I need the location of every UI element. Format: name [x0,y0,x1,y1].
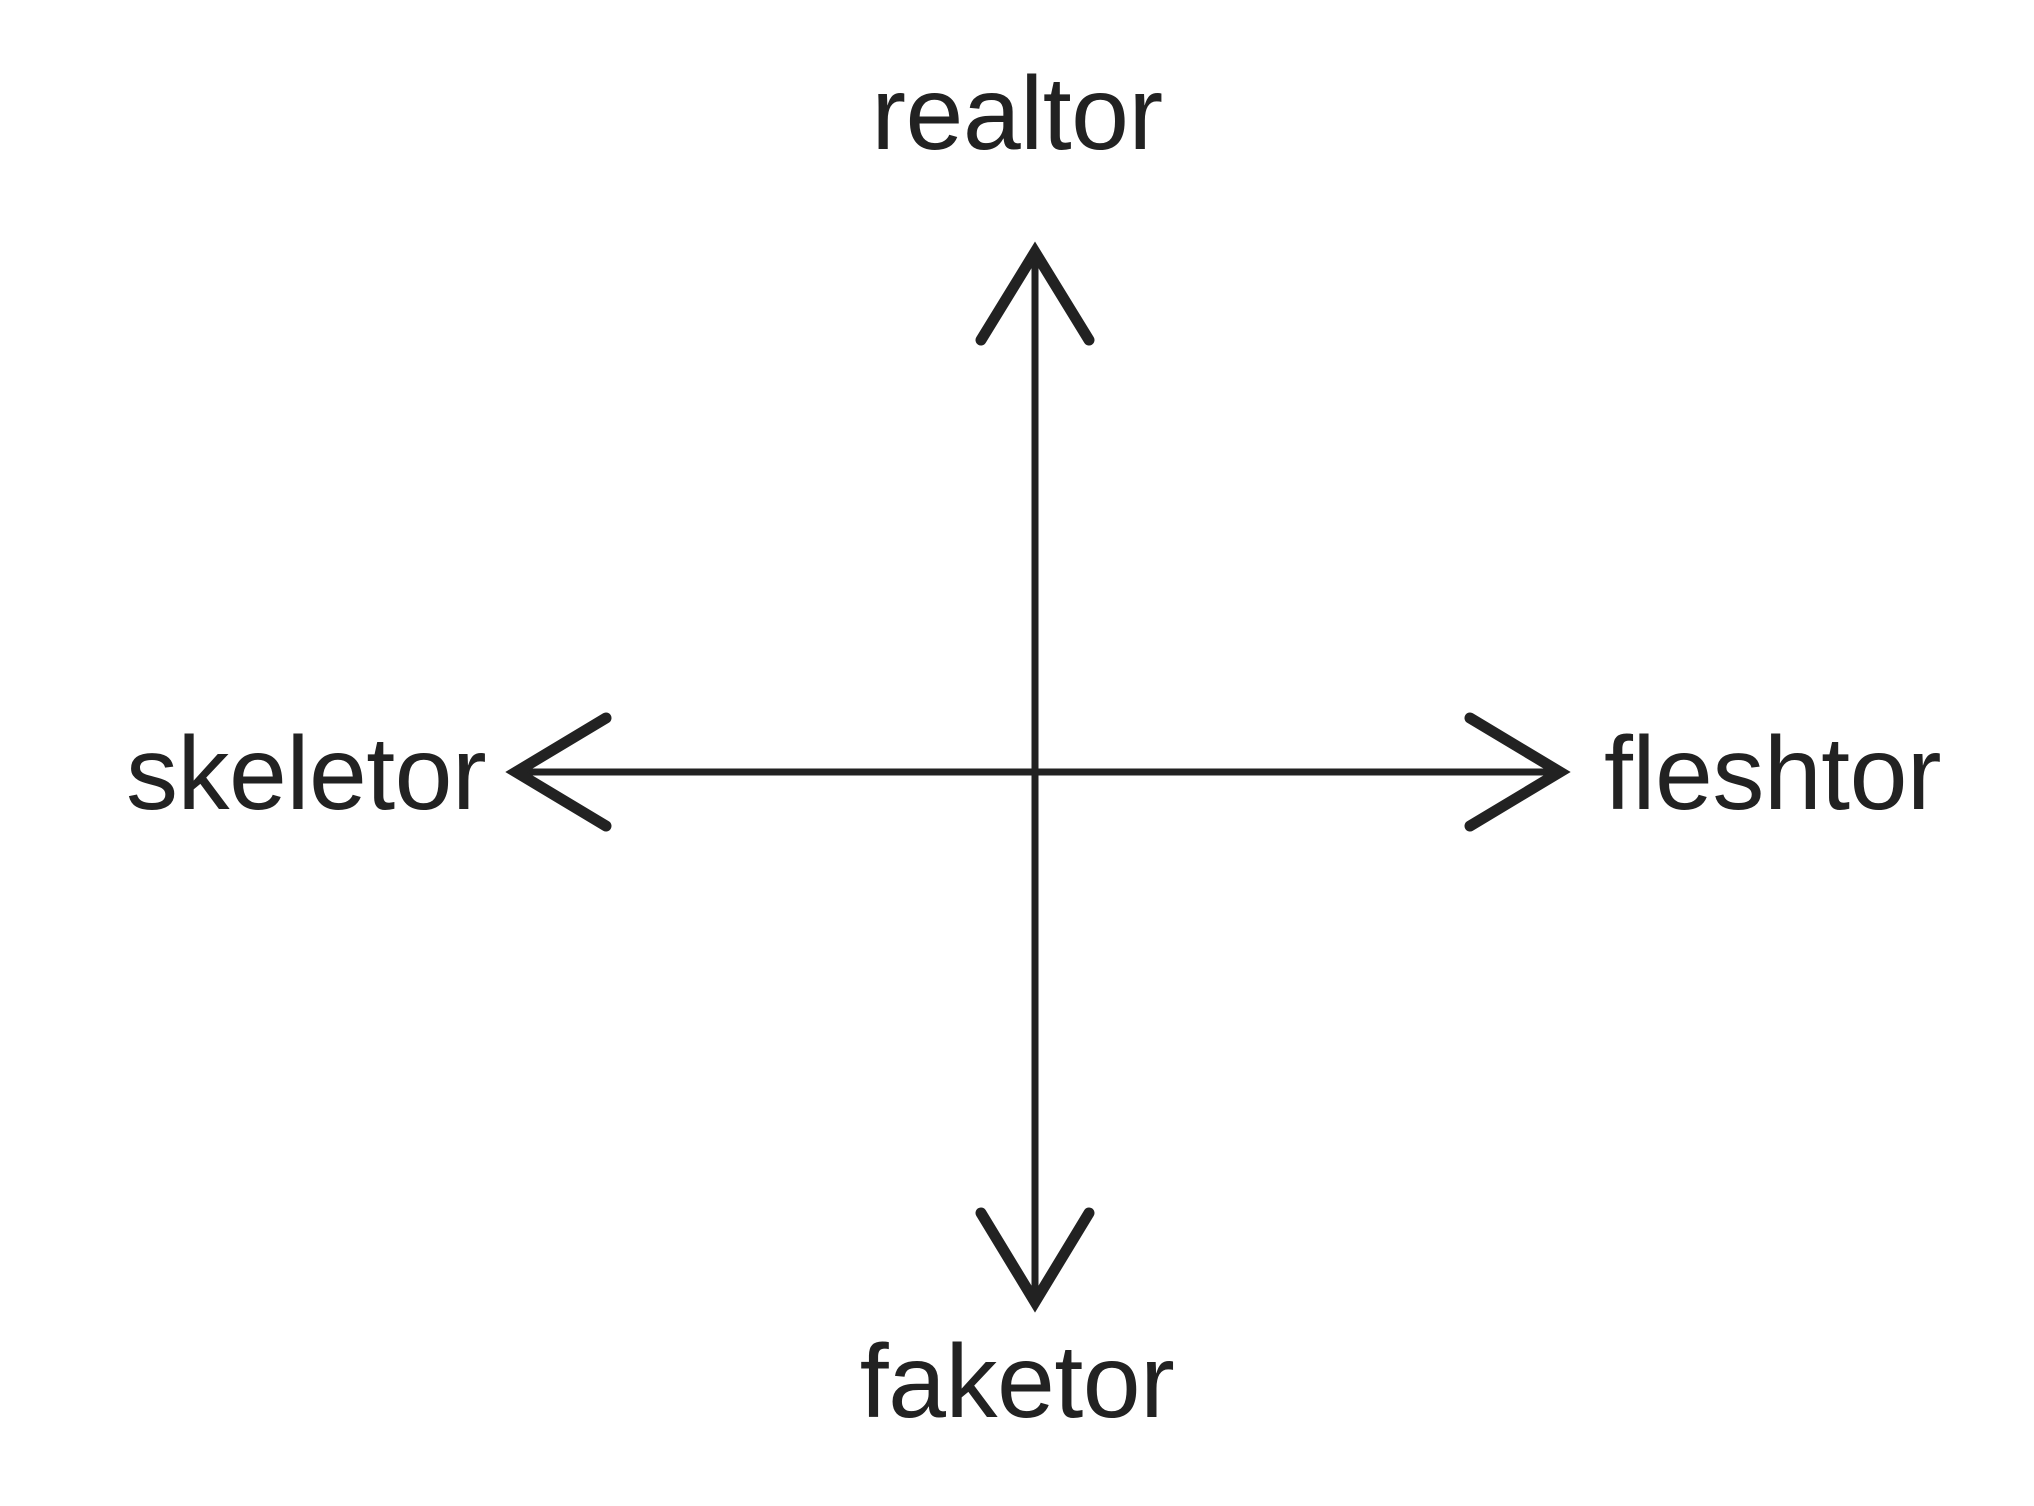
axis-label-left: skeletor [126,716,487,832]
arrow-left-icon [505,712,612,832]
arrow-up-icon [975,241,1095,346]
arrow-right-icon [1464,712,1571,832]
arrow-down-icon [975,1207,1095,1313]
axis-label-right: fleshtor [1604,716,1942,832]
axis-label-top: realtor [871,56,1163,172]
axis-label-bottom: faketor [859,1324,1175,1440]
